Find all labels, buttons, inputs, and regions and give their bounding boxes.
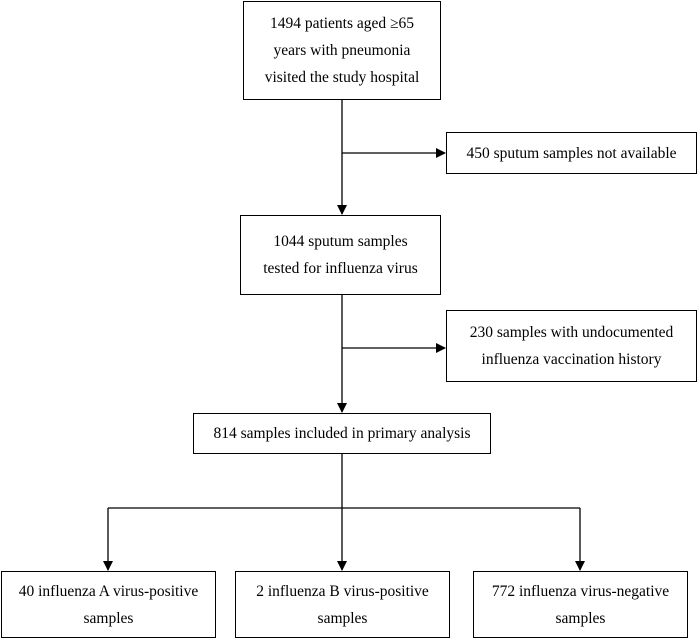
outcome-influenza-b-line-1: 2 influenza B virus-positive — [256, 582, 429, 600]
box-study-population: 1494 patients aged ≥65 years with pneumo… — [243, 1, 441, 100]
box-outcome-influenza-negative: 772 influenza virus-negative samples — [473, 571, 688, 638]
exclusion-undocumented-line-2: influenza vaccination history — [481, 351, 662, 368]
box-exclusion-undocumented-vaccination: 230 samples with undocumented influenza … — [446, 310, 697, 382]
box-outcome-influenza-b: 2 influenza B virus-positive samples — [235, 571, 450, 638]
included-primary-analysis-line-1: 814 samples included in primary analysis — [213, 425, 471, 442]
outcome-influenza-negative-line-2: samples — [555, 609, 606, 627]
box-included-primary-analysis: 814 samples included in primary analysis — [193, 413, 491, 454]
tested-samples-line-2: tested for influenza virus — [263, 260, 418, 277]
outcome-influenza-a-line-2: samples — [83, 609, 134, 627]
box-exclusion-no-sputum: 450 sputum samples not available — [446, 132, 697, 174]
study-population-line-2: years with pneumonia — [273, 42, 411, 59]
exclusion-no-sputum-line-1: 450 sputum samples not available — [466, 144, 677, 162]
exclusion-undocumented-line-1: 230 samples with undocumented — [469, 324, 674, 341]
outcome-influenza-b-line-2: samples — [317, 609, 368, 627]
study-population-line-3: visited the study hospital — [264, 69, 420, 86]
tested-samples-line-1: 1044 sputum samples — [273, 233, 408, 250]
outcome-influenza-a-line-1: 40 influenza A virus-positive — [18, 582, 199, 600]
outcome-influenza-negative-line-1: 772 influenza virus-negative — [491, 582, 670, 600]
study-population-line-1: 1494 patients aged ≥65 — [269, 15, 415, 32]
box-outcome-influenza-a: 40 influenza A virus-positive samples — [1, 571, 216, 638]
box-tested-samples: 1044 sputum samples tested for influenza… — [240, 215, 441, 295]
